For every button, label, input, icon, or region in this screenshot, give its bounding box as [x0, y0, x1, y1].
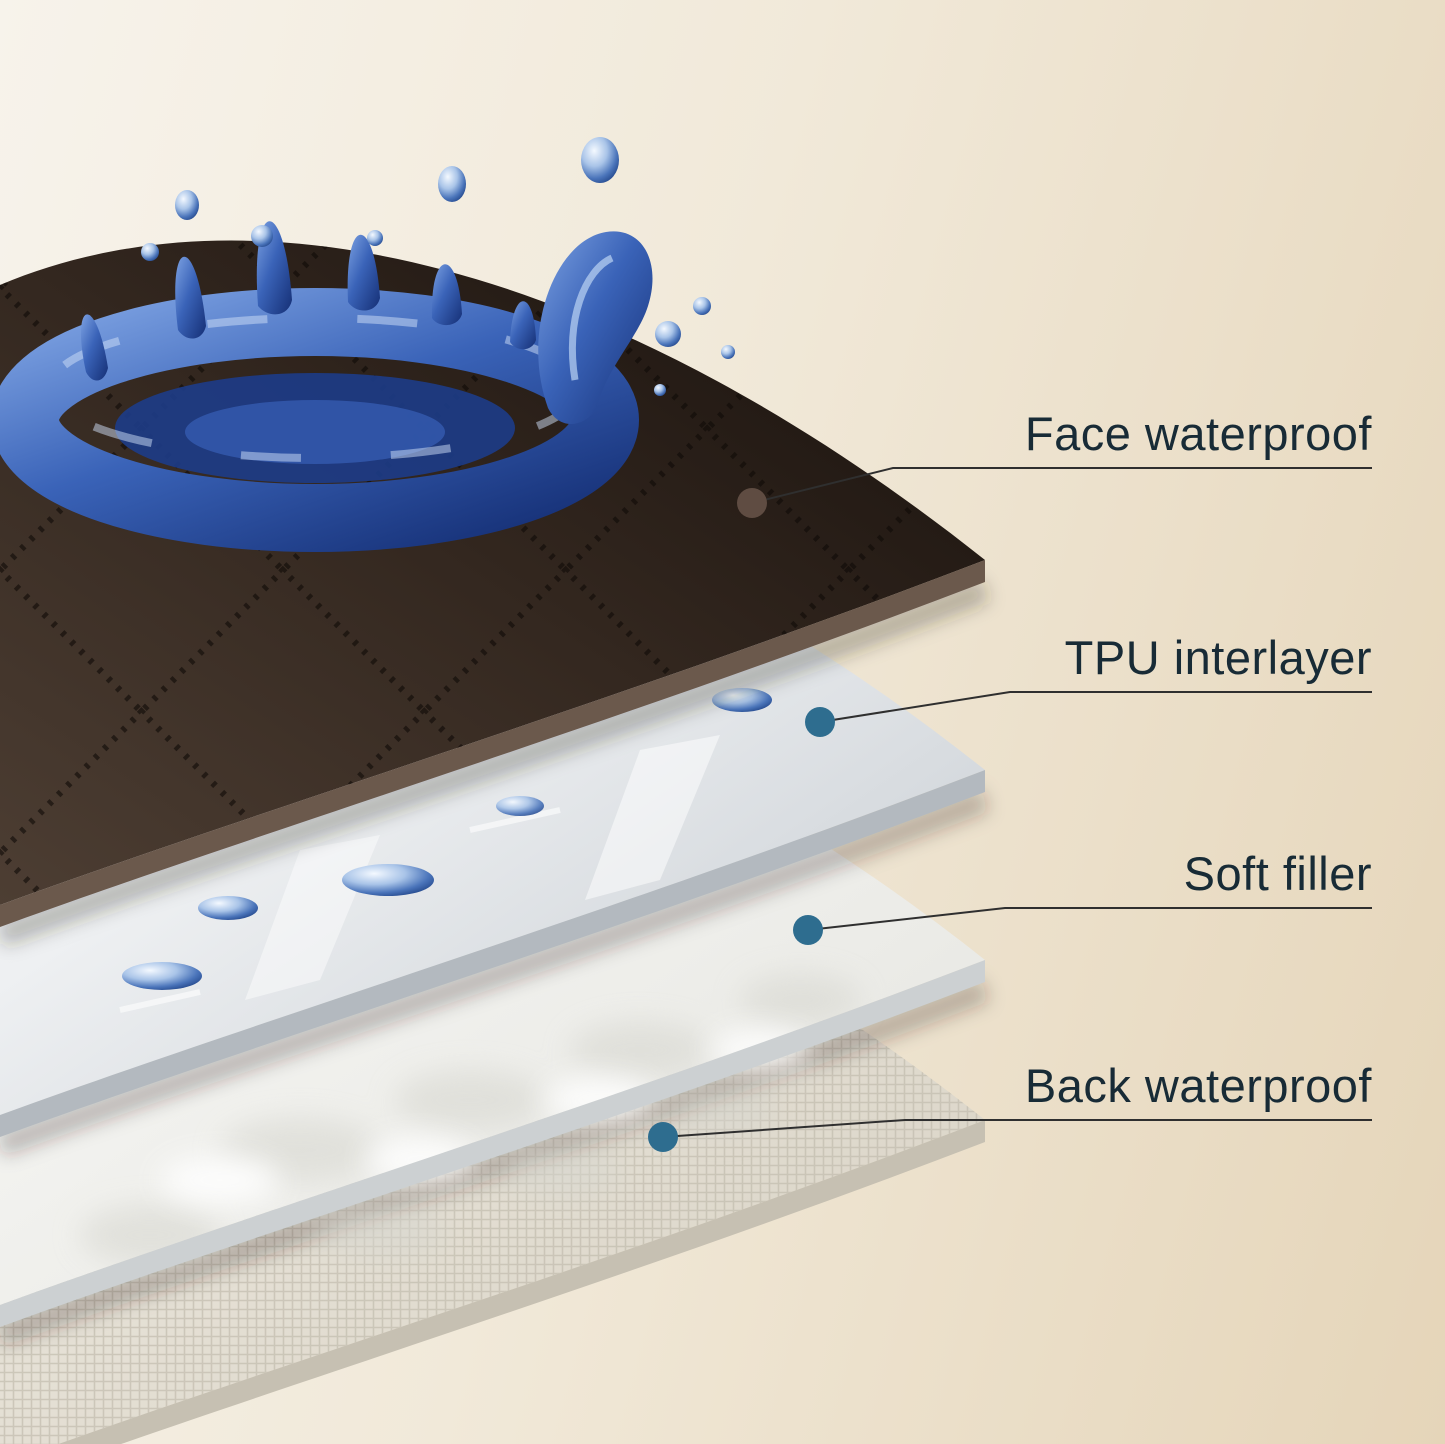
water-droplet [438, 166, 466, 202]
tpu-gloss-streak [585, 735, 720, 900]
water-splash [0, 137, 735, 552]
water-droplet [251, 225, 273, 247]
callout-line-back-waterproof [662, 1119, 1372, 1138]
callout-line-tpu-interlayer [819, 691, 1372, 723]
callout-dot-back-waterproof [648, 1122, 678, 1152]
soft-filler-shadow [0, 978, 990, 1347]
callout-line-face-waterproof [751, 467, 1372, 504]
face-shadow [0, 578, 990, 947]
callout-lines [662, 467, 1372, 1138]
water-droplet [367, 230, 383, 246]
callout-dot-face-waterproof [737, 488, 767, 518]
label-back-waterproof: Back waterproof [1024, 1059, 1372, 1112]
callout-dot-tpu-interlayer [805, 707, 835, 737]
water-droplet [175, 190, 199, 220]
water-droplet [122, 962, 202, 990]
water-droplet [693, 297, 711, 315]
water-droplet [496, 796, 544, 816]
label-face-waterproof: Face waterproof [1024, 407, 1372, 460]
water-droplet [141, 243, 159, 261]
tpu-shadow [0, 788, 990, 1157]
water-droplet [581, 137, 619, 183]
water-droplet [342, 864, 434, 896]
water-droplet [655, 321, 681, 347]
callout-line-soft-filler [807, 907, 1372, 931]
callout-dot-soft-filler [793, 915, 823, 945]
water-droplet [198, 896, 258, 920]
water-droplet [721, 345, 735, 359]
label-soft-filler: Soft filler [1183, 847, 1372, 900]
splash-spout [538, 231, 653, 425]
label-tpu-interlayer: TPU interlayer [1064, 631, 1372, 684]
water-droplet [654, 384, 666, 396]
